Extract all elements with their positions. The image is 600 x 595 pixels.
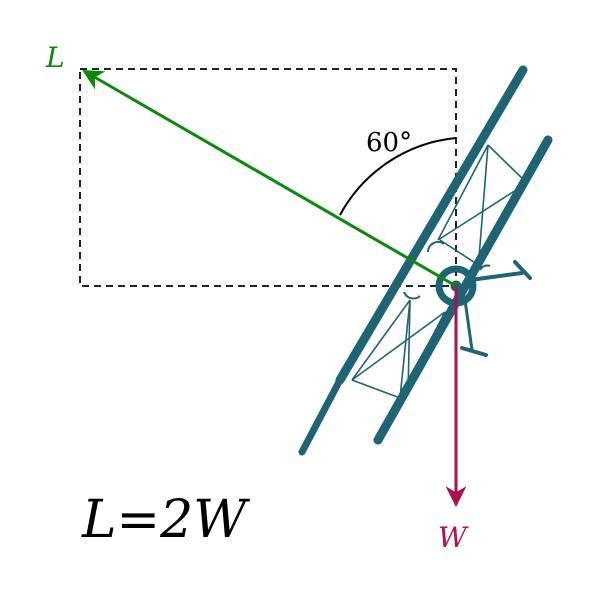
biplane-banked-icon xyxy=(298,65,553,456)
weight-label: W xyxy=(438,521,469,554)
lift-vector xyxy=(82,69,457,288)
angle-label: 60° xyxy=(366,128,412,158)
equation-label: L=2W xyxy=(81,490,250,550)
angle-arc xyxy=(339,137,457,216)
lift-label: L xyxy=(45,41,65,74)
